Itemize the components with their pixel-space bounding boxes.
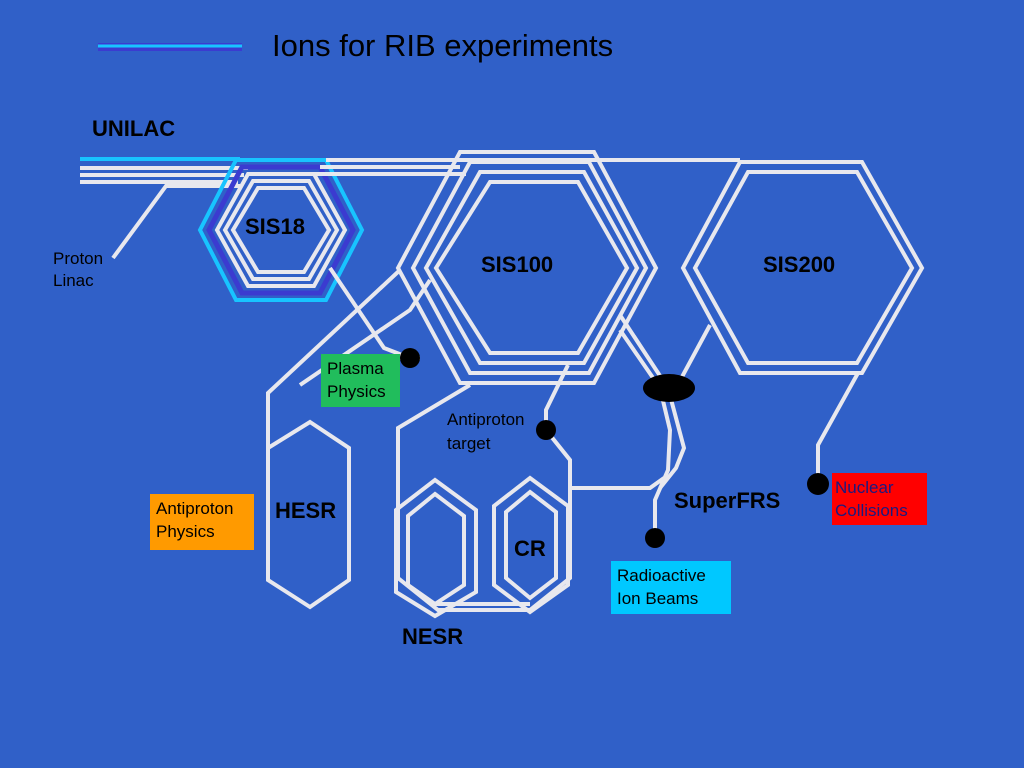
antiproton-physics-box: Antiproton Physics [150,494,254,550]
page-title: Ions for RIB experiments [272,28,614,63]
nesr-ring [394,477,478,619]
antiproton-physics-line1: Antiproton [156,499,234,518]
radioactive-target-dot [645,528,665,548]
legend-line [98,43,242,51]
nuclear-collisions-line2: Collisions [835,501,908,520]
radioactive-ion-beams-box: Radioactive Ion Beams [611,561,731,614]
antiproton-target-label: Antiproton target [447,408,525,456]
hesr-label: HESR [275,498,337,523]
transfer-lines-top [314,158,740,176]
plasma-target-dot [400,348,420,368]
unilac-label: UNILAC [92,116,176,141]
proton-linac-line [111,184,240,260]
superfrs-label: SuperFRS [674,488,781,513]
transfer-lines [266,266,860,612]
nesr-label: NESR [402,624,464,649]
proton-linac-line2: Linac [53,271,94,290]
sis18-label: SIS18 [245,214,305,239]
nuclear-target-dot [807,473,829,495]
sis200-label: SIS200 [763,252,836,277]
plasma-physics-line1: Plasma [327,359,384,378]
cr-label: CR [514,536,546,561]
cr-ring [492,475,570,615]
antiproton-target-line1: Antiproton [447,410,525,429]
antiproton-physics-line2: Physics [156,522,215,541]
hesr-ring [266,419,351,610]
radioactive-ion-beams-line2: Ion Beams [617,589,699,608]
nuclear-collisions-line1: Nuclear [835,478,894,497]
antiproton-target-line2: target [447,434,491,453]
unilac-beamline [80,157,248,184]
proton-linac-label: Proton Linac [53,248,103,292]
sis100-label: SIS100 [481,252,554,277]
sis200-ring [680,160,925,375]
proton-linac-line1: Proton [53,249,104,268]
superfrs-target [643,374,695,402]
nuclear-collisions-box: Nuclear Collisions [832,473,927,525]
plasma-physics-box: Plasma Physics [321,354,400,407]
radioactive-ion-beams-line1: Radioactive [617,566,706,585]
plasma-physics-line2: Physics [327,382,386,401]
antiproton-target-dot [536,420,556,440]
